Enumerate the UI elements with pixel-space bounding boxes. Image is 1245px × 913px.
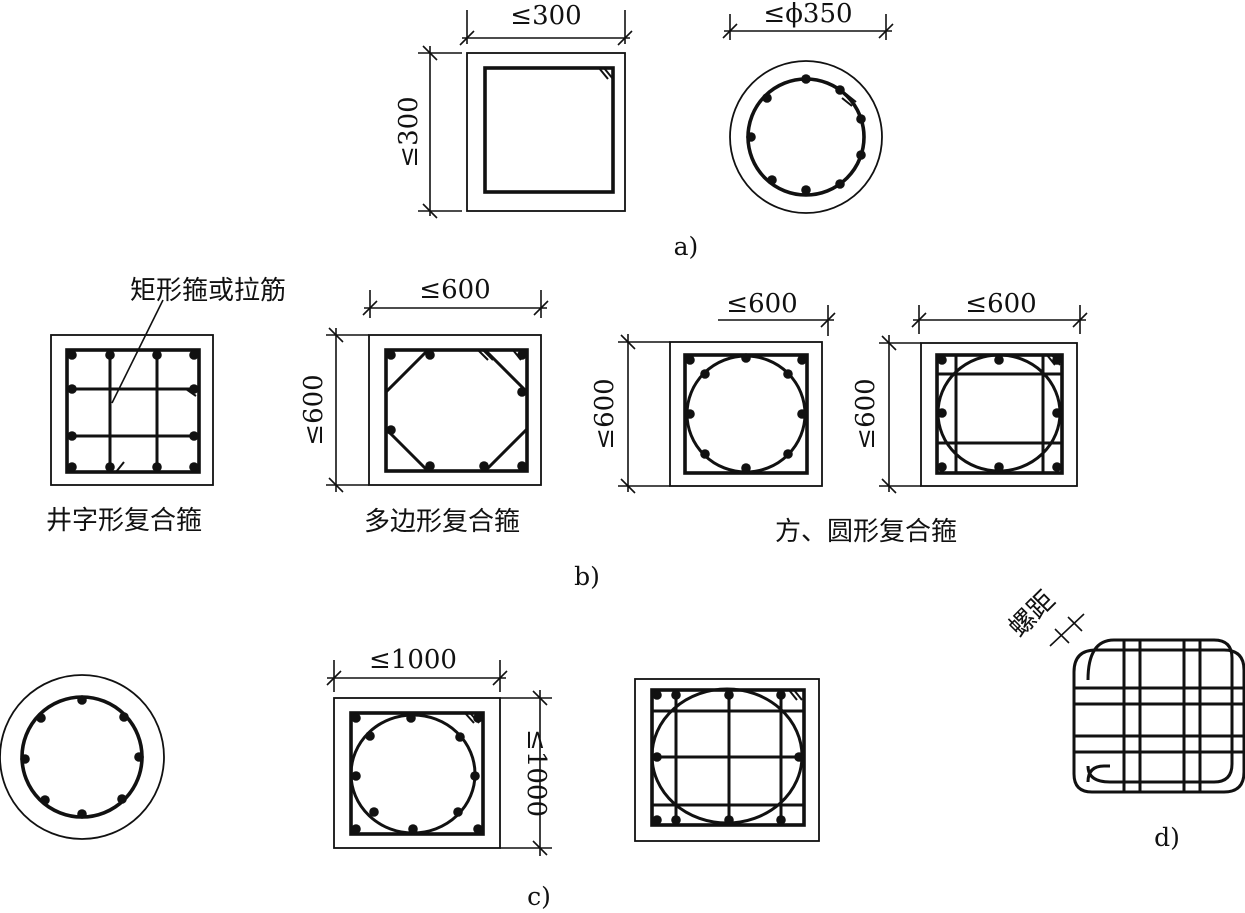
b-grid-outer-stirrup xyxy=(65,348,201,474)
a-round-diameter-label: ≤ϕ350 xyxy=(763,0,852,29)
a-square-stirrup xyxy=(483,66,615,194)
b-polygon-height-label: ≤600 xyxy=(299,374,329,445)
a-round-diameter-dimension: ≤ϕ350 xyxy=(722,0,894,40)
c-grid-spiral-column xyxy=(634,678,820,842)
a-square-height-label: ≤300 xyxy=(394,96,424,167)
b-square-round-stirrup-1 xyxy=(669,341,823,487)
c-square-height-dimension: ≤1000 xyxy=(500,690,552,856)
b-polygon-stirrup xyxy=(368,334,542,486)
b-sr1-width-dimension: ≤600 xyxy=(718,289,836,336)
b-grid-caption: 井字形复合箍 xyxy=(46,506,202,536)
b-sr2-width-dimension: ≤600 xyxy=(911,289,1088,334)
b-sr2-outline xyxy=(920,342,1078,487)
c-subfigure-label: c) xyxy=(527,882,551,911)
d-spiral-outer-turn xyxy=(1072,648,1245,794)
b-grid-inner-ties xyxy=(67,350,199,472)
b-grid-stirrup xyxy=(50,334,214,486)
b-sr1-height-label: ≤600 xyxy=(590,378,620,449)
b-sr1-height-dimension: ≤600 xyxy=(590,334,670,494)
c-square-spiral-column xyxy=(333,697,501,849)
c-square-outline xyxy=(333,697,501,849)
c-square-bars xyxy=(351,713,483,834)
c-square-width-dimension: ≤1000 xyxy=(326,645,508,692)
b-polygon-outline xyxy=(368,334,542,486)
c-square-height-label: ≤1000 xyxy=(521,729,551,817)
b-polygon-inner-stirrup xyxy=(384,348,529,473)
a-round-outline xyxy=(729,60,883,214)
a-square-height-dimension: ≤300 xyxy=(394,45,462,219)
c-square-hook xyxy=(464,712,480,724)
c-grid-inner-ties xyxy=(652,690,804,825)
c-round-bars xyxy=(20,695,144,819)
c-round-outline xyxy=(0,674,165,840)
c-square-width-label: ≤1000 xyxy=(369,645,457,675)
b-subfigure-label: b) xyxy=(574,562,600,591)
d-spiral-inner-turn xyxy=(1086,638,1234,784)
d-spiral-hook xyxy=(1086,764,1110,783)
b-sr2-height-dimension: ≤600 xyxy=(851,335,921,494)
b-polygon-width-dimension: ≤600 xyxy=(362,275,549,318)
b-square-round-caption: 方、圆形复合箍 xyxy=(775,517,957,547)
a-square-column xyxy=(466,52,626,212)
b-sr1-width-label: ≤600 xyxy=(726,289,797,319)
b-sr2-inner-ties xyxy=(937,355,1062,473)
b-polygon-width-label: ≤600 xyxy=(419,275,490,305)
b-sr1-outline xyxy=(669,341,823,487)
b-leader-note: 矩形箍或拉筋 xyxy=(111,276,286,404)
b-grid-hooks xyxy=(115,388,197,473)
c-grid-bars xyxy=(652,690,804,825)
b-sr2-width-label: ≤600 xyxy=(965,289,1036,319)
b-leader-note-text: 矩形箍或拉筋 xyxy=(130,276,286,306)
a-round-bars xyxy=(746,74,866,195)
c-round-column xyxy=(0,674,165,840)
a-subfigure-label: a) xyxy=(674,232,699,261)
b-grid-bars xyxy=(67,350,199,472)
b-polygon-height-dimension: ≤600 xyxy=(299,327,369,493)
b-polygon-outer-stirrup xyxy=(384,348,529,473)
a-square-width-dimension: ≤300 xyxy=(459,1,633,46)
d-spiral-pitch-detail: 螺距 xyxy=(1003,585,1245,794)
b-polygon-bars xyxy=(386,350,527,471)
b-grid-outline xyxy=(50,334,214,486)
b-sr2-hooks xyxy=(1046,354,1061,366)
b-square-round-stirrup-2 xyxy=(920,342,1078,487)
c-grid-outline xyxy=(634,678,820,842)
b-sr2-bars xyxy=(937,355,1062,472)
a-square-width-label: ≤300 xyxy=(510,1,581,31)
d-pitch-label: 螺距 xyxy=(1003,585,1061,643)
a-square-hook xyxy=(598,67,614,80)
b-polygon-caption: 多边形复合箍 xyxy=(364,507,520,537)
b-sr1-bars xyxy=(685,353,807,473)
d-subfigure-label: d) xyxy=(1154,823,1180,852)
d-inner-ties xyxy=(1074,640,1244,792)
a-square-outline xyxy=(466,52,626,212)
b-polygon-hooks xyxy=(477,349,522,361)
a-round-hook xyxy=(841,93,857,107)
b-sr2-height-label: ≤600 xyxy=(851,378,881,449)
c-grid-hook xyxy=(788,689,803,701)
a-round-column xyxy=(729,60,883,214)
d-pitch-dimension xyxy=(1049,613,1085,647)
